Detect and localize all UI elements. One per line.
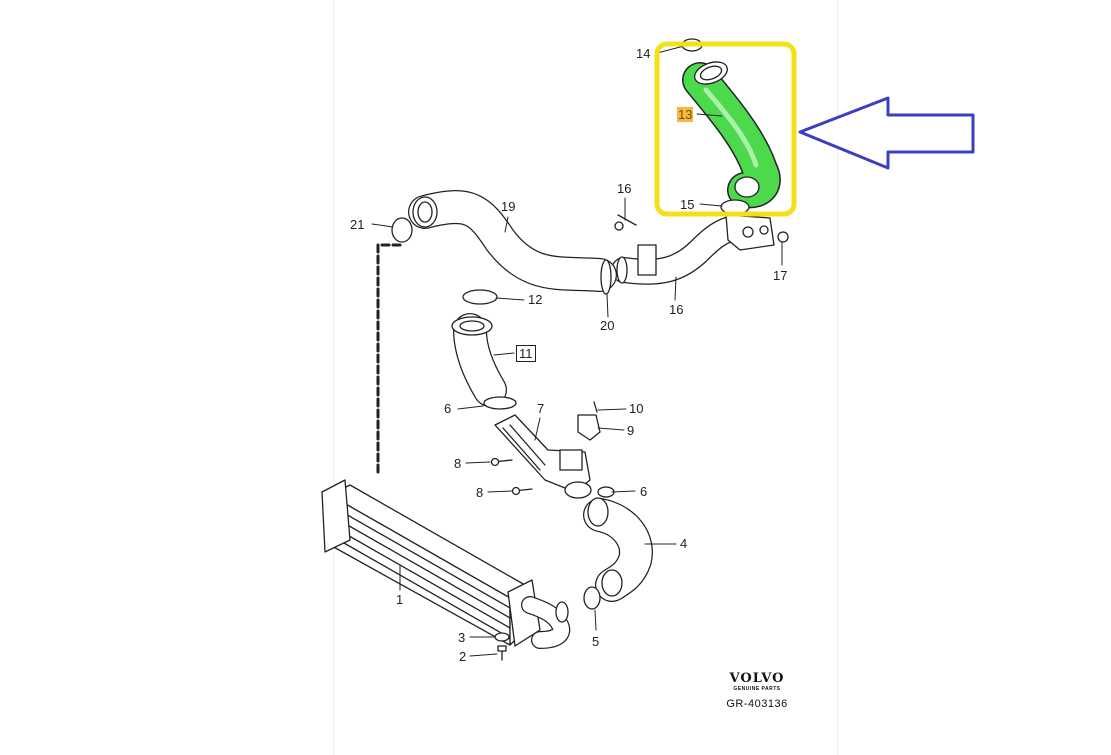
part-11-pipe — [451, 313, 507, 407]
label-part-8-upper: 8 — [454, 456, 462, 471]
label-part-16-top: 16 — [617, 181, 632, 196]
part-10-screw — [593, 401, 598, 413]
background-gridline — [333, 0, 334, 755]
part-7-housing — [494, 414, 592, 499]
label-part-20: 20 — [600, 318, 615, 333]
label-part-14: 14 — [636, 46, 651, 61]
label-part-12: 12 — [528, 292, 543, 307]
part-17-nut — [777, 231, 789, 243]
label-part-7: 7 — [537, 401, 545, 416]
label-part-2: 2 — [459, 649, 467, 664]
background-gridline — [837, 0, 838, 755]
label-part-17: 17 — [773, 268, 788, 283]
part-3-washer — [494, 632, 510, 642]
part-13-hose — [682, 61, 781, 209]
highlight-box — [654, 41, 797, 217]
label-part-1: 1 — [396, 592, 404, 607]
part-20-ring — [600, 259, 612, 295]
part-9-sensor — [577, 414, 601, 441]
brand-block: VOLVO GENUINE PARTS GR-403136 — [712, 672, 802, 711]
leader-lines — [371, 45, 783, 657]
label-part-6-upper: 6 — [444, 401, 452, 416]
label-part-9: 9 — [627, 423, 635, 438]
part-16-bolt — [614, 214, 637, 231]
label-part-13-text: 13 — [677, 107, 694, 122]
part-5-ring — [583, 586, 601, 610]
label-part-3: 3 — [458, 630, 466, 645]
part-12-ring — [462, 289, 498, 305]
part-1-intercooler — [321, 479, 571, 649]
label-part-5: 5 — [592, 634, 600, 649]
label-part-8-lower: 8 — [476, 485, 484, 500]
label-part-15: 15 — [680, 197, 695, 212]
part-4-hose — [583, 497, 653, 602]
label-part-10: 10 — [629, 401, 644, 416]
label-part-4: 4 — [680, 536, 688, 551]
part-2-bolt — [497, 645, 507, 661]
connector-dashed — [376, 243, 402, 477]
label-part-13: 13 — [677, 107, 694, 122]
part-8-bolt-upper — [490, 457, 513, 467]
part-16-pipe — [611, 214, 775, 285]
label-part-19: 19 — [501, 199, 516, 214]
diagram-code: GR-403136 — [726, 698, 788, 710]
pointer-arrow — [798, 96, 975, 170]
part-21-ring — [391, 217, 413, 243]
label-part-11: 11 — [516, 345, 536, 362]
label-part-16-bottom: 16 — [669, 302, 684, 317]
part-19-hose — [408, 190, 617, 292]
part-8-bolt-lower — [511, 486, 533, 496]
genuine-parts-text: GENUINE PARTS — [733, 686, 781, 692]
volvo-logo: VOLVO — [729, 671, 785, 686]
label-part-6-lower: 6 — [640, 484, 648, 499]
part-6-ring-upper — [483, 396, 517, 410]
label-part-21: 21 — [350, 217, 365, 232]
